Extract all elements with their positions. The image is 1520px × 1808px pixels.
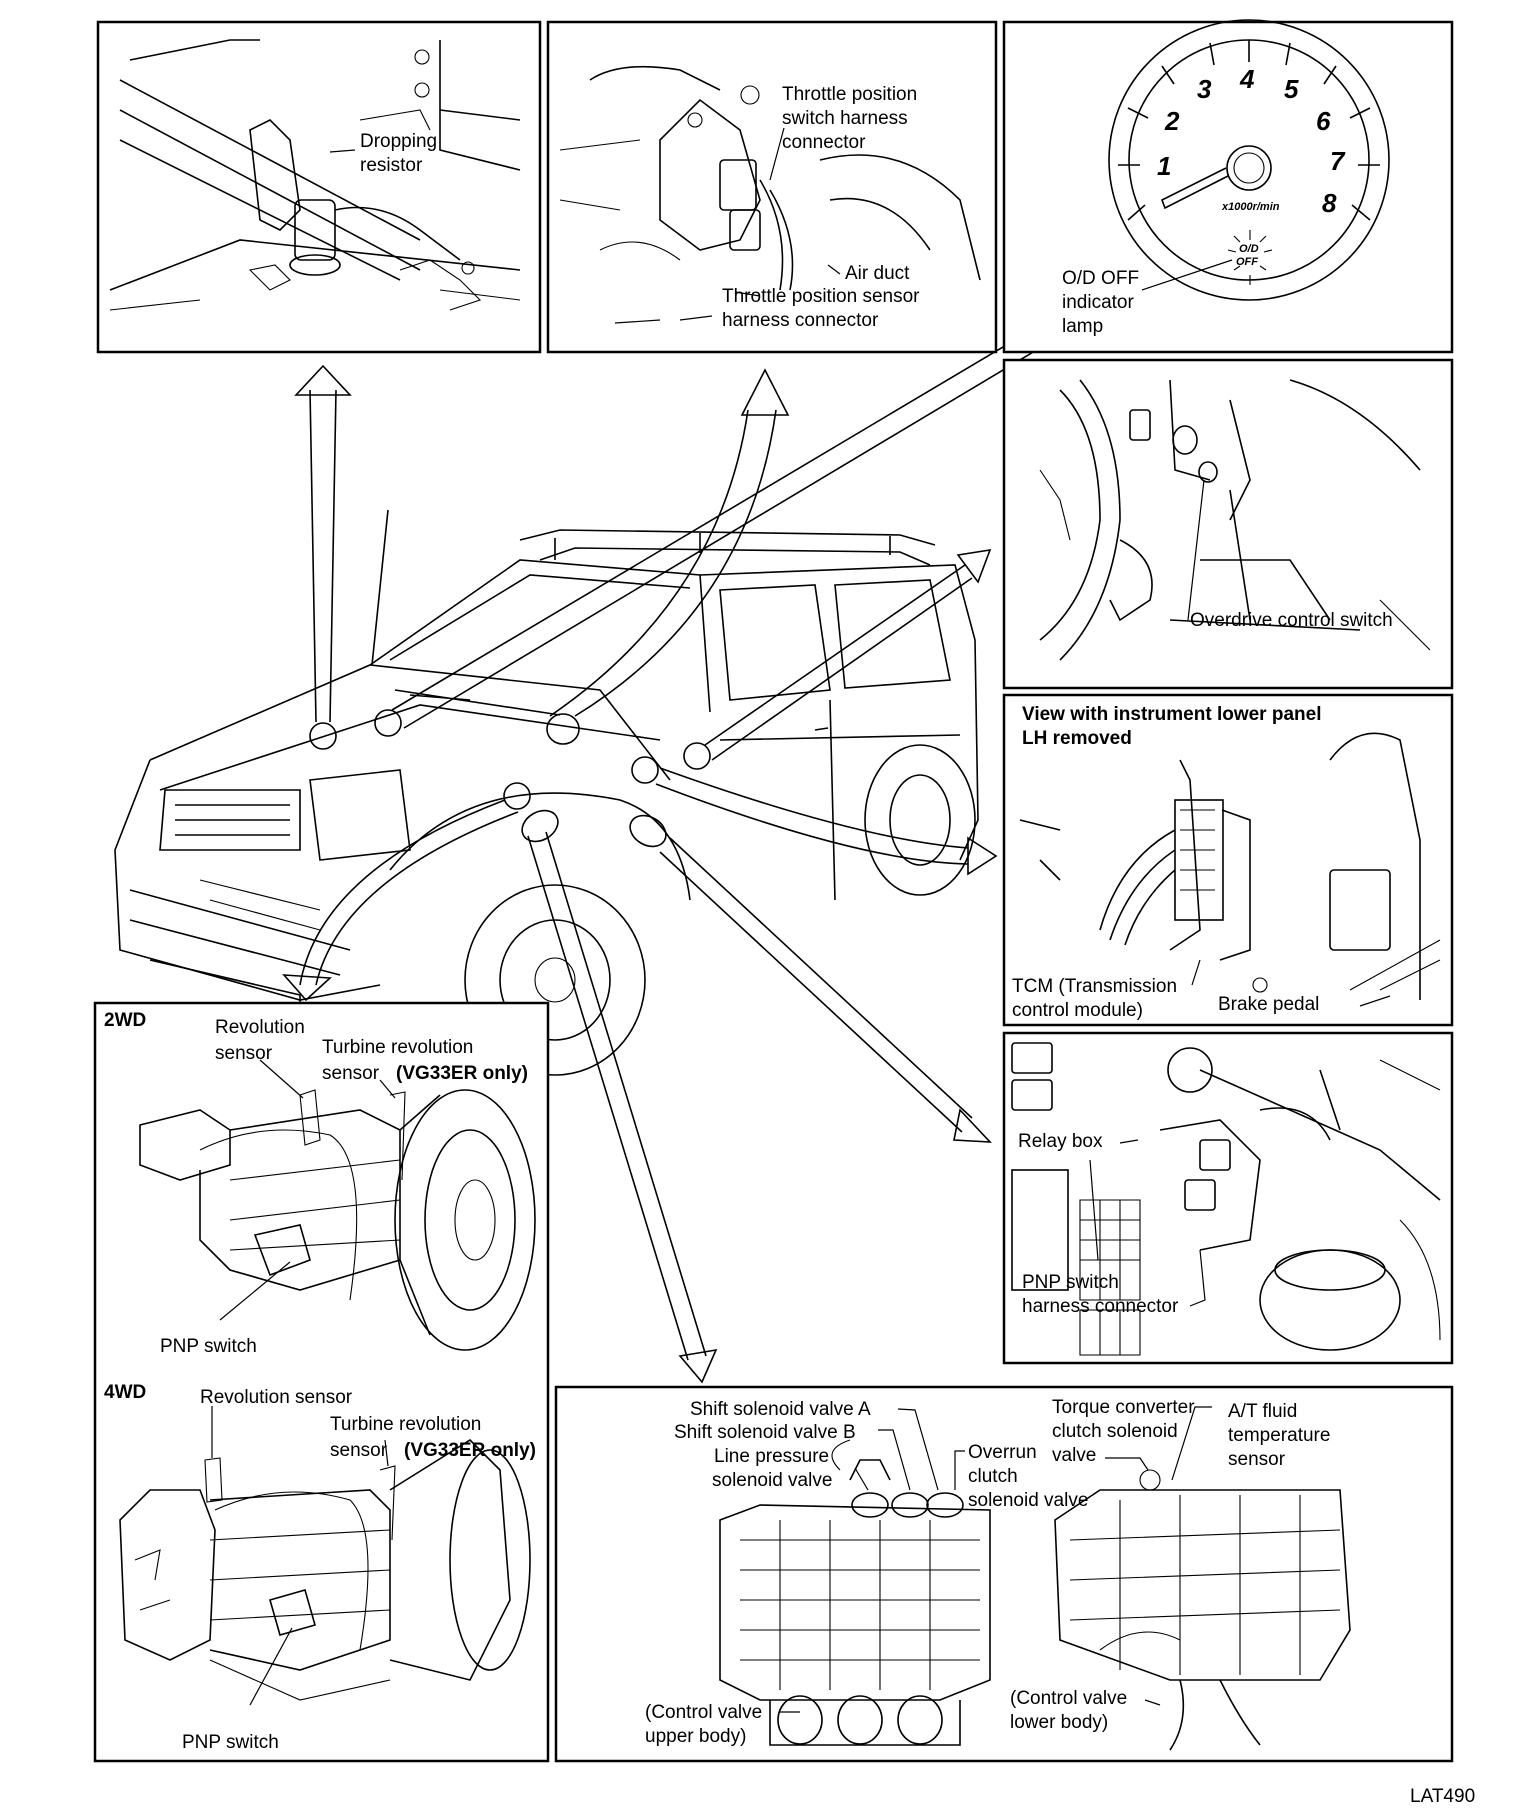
tach-number-1: 1 [1157,151,1171,181]
tach-unit: x1000r/min [1221,201,1280,213]
figure-code: LAT490 [1410,1786,1475,1807]
tach-number-7: 7 [1330,146,1346,176]
transmission-4wd-drawing [119,1438,531,1701]
od-off-indicator-label: O/D OFF [1062,268,1139,289]
at-fluid-temp-label-3: sensor [1228,1449,1286,1470]
tcm-view-header: View with instrument lower panel [1022,704,1321,725]
pnp-connector-label: PNP switch [1022,1272,1119,1293]
tps-switch-label: Throttle position [782,84,917,105]
tcm-label: TCM (Transmission [1012,976,1177,997]
wd2-turbine-sensor-note: (VG33ER only) [396,1063,528,1084]
panel-tcm: View with instrument lower panel LH remo… [1002,693,1454,1027]
tach-number-3: 3 [1197,74,1212,104]
tps-switch-label-3: connector [782,132,866,153]
tps-sensor-label: Throttle position sensor [722,286,920,307]
line-pressure-label: Line pressure [714,1446,829,1467]
wd2-turbine-sensor-label-2: sensor [322,1063,380,1084]
tach-number-5: 5 [1284,74,1299,104]
overrun-clutch-label: Overrun [968,1442,1037,1463]
transmission-2wd-drawing [139,1089,536,1351]
tps-sensor-label-2: harness connector [722,310,879,331]
line-pressure-label-2: solenoid valve [712,1470,832,1491]
wd2-turbine-sensor-label: Turbine revolution [322,1037,473,1058]
upper-body-label: (Control valve [645,1702,762,1723]
tcc-solenoid-label-2: clutch solenoid [1052,1421,1178,1442]
pnp-connector-label-2: harness connector [1022,1296,1179,1317]
upper-body-label-2: upper body) [645,1726,746,1747]
shift-solenoid-b-label: Shift solenoid valve B [674,1422,856,1443]
at-fluid-temp-label: A/T fluid [1228,1401,1297,1422]
shift-solenoid-a-label: Shift solenoid valve A [690,1399,871,1420]
wd2-heading: 2WD [104,1010,146,1031]
callout-arrows [282,306,1064,1384]
dropping-resistor-label-2: resistor [360,155,423,176]
wd4-turbine-sensor-label-2: sensor [330,1440,388,1461]
tach-number-2: 2 [1164,106,1180,136]
wd4-turbine-sensor-label: Turbine revolution [330,1414,481,1435]
tps-switch-label-2: switch harness [782,108,908,129]
panel-overdrive-switch: Overdrive control switch [1002,358,1454,690]
wd4-pnp-switch-label: PNP switch [182,1732,279,1753]
overrun-clutch-label-2: clutch [968,1466,1018,1487]
tcm-view-header-2: LH removed [1022,728,1132,749]
overdrive-switch-label: Overdrive control switch [1190,610,1393,631]
tach-number-6: 6 [1316,106,1331,136]
tach-ticks [1118,40,1380,221]
tcc-solenoid-label: Torque converter [1052,1397,1195,1418]
od-lamp-bottom: OFF [1236,256,1258,268]
lower-body-label-2: lower body) [1010,1712,1108,1733]
control-valve-upper-body-drawing [719,1439,991,1746]
vehicle-illustration [114,509,979,1076]
lower-body-label: (Control valve [1010,1688,1127,1709]
control-valve-lower-body-drawing [1054,1469,1351,1751]
brake-pedal-label: Brake pedal [1218,994,1319,1015]
od-off-indicator-label-3: lamp [1062,316,1103,337]
wd2-revolution-sensor-label-2: sensor [215,1043,273,1064]
panel-transmissions: 2WD Revolution sensor Turbine revolution… [93,1001,550,1763]
overrun-clutch-label-3: solenoid valve [968,1490,1088,1511]
panel-tachometer: 1 2 3 4 5 6 7 8 x1000r/min O/D OFF O/D O… [1002,19,1454,354]
wd2-revolution-sensor-label: Revolution [215,1017,305,1038]
wd4-turbine-sensor-note: (VG33ER only) [404,1440,536,1461]
tcm-label-2: control module) [1012,1000,1143,1021]
at-fluid-temp-label-2: temperature [1228,1425,1330,1446]
tach-number-8: 8 [1322,188,1337,218]
wd4-heading: 4WD [104,1382,146,1403]
location-markers [309,709,711,848]
panel-throttle-position: Throttle position switch harness connect… [546,20,998,354]
panel-control-valve: Shift solenoid valve A Shift solenoid va… [554,1385,1454,1763]
wd2-pnp-switch-label: PNP switch [160,1336,257,1357]
wd4-revolution-sensor-label: Revolution sensor [200,1387,353,1408]
od-off-lamp-icon: O/D OFF [1227,230,1273,285]
tcc-solenoid-label-3: valve [1052,1445,1096,1466]
tach-number-4: 4 [1239,64,1255,94]
od-lamp-top: O/D [1239,243,1259,255]
panel-dropping-resistor: Dropping resistor [96,20,542,354]
relay-box-label: Relay box [1018,1131,1103,1152]
od-off-indicator-label-2: indicator [1062,292,1134,313]
panel-relay-box: Relay box PNP switch harness connector [1002,1031,1454,1365]
air-duct-label: Air duct [845,263,910,284]
dropping-resistor-label: Dropping [360,131,437,152]
